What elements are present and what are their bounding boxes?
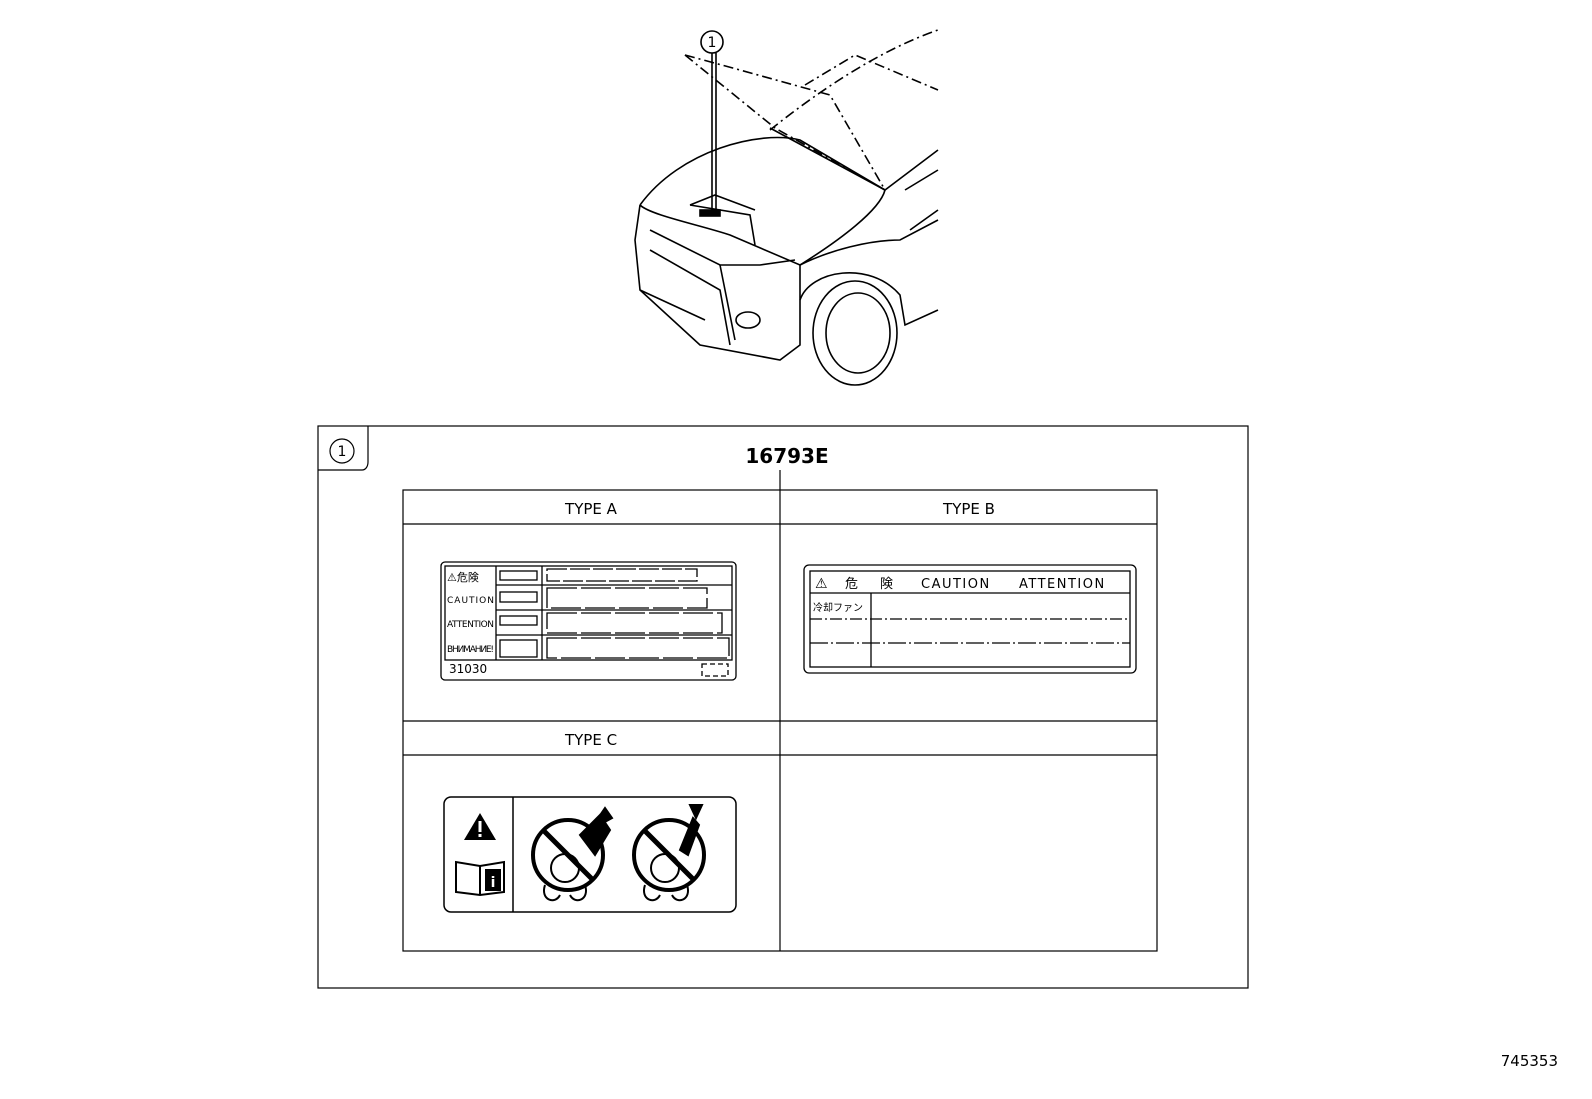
type-b-attention: ATTENTION (1019, 577, 1106, 592)
type-a-code: 31030 (449, 662, 487, 676)
manual-info-icon: i (455, 860, 505, 897)
callout-number-top: 1 (708, 35, 717, 51)
type-b-jp-1: 危 (845, 577, 858, 592)
type-a-row-russian: BHИMAHИE! (447, 645, 494, 655)
type-b-jp-2: 険 (880, 577, 893, 592)
type-c-sticker[interactable] (443, 796, 737, 913)
type-b-label: TYPE B (942, 500, 995, 518)
detail-frame (317, 425, 1249, 989)
type-a-label: TYPE A (564, 500, 618, 518)
type-a-row-danger: ⚠危険 (447, 571, 479, 584)
warning-triangle-icon (464, 813, 496, 840)
no-hand-near-fan-icon (531, 806, 614, 902)
svg-text:i: i (491, 875, 496, 891)
type-a-row-attention: ATTENTION (447, 620, 494, 630)
no-tool-near-fan-icon (632, 804, 706, 902)
type-b-warning-symbol: ⚠ (815, 576, 828, 592)
type-a-row-caution: CAUTION (447, 596, 494, 606)
type-b-sticker[interactable] (803, 564, 1137, 674)
vehicle-illustration (634, 29, 939, 386)
type-c-label: TYPE C (564, 731, 617, 749)
type-b-row-cooling-fan: 冷却ファン (813, 601, 863, 614)
drawing-id: 745353 (1501, 1052, 1558, 1070)
type-b-caution: CAUTION (921, 577, 991, 592)
part-number[interactable]: 16793E (745, 444, 828, 468)
type-a-sticker[interactable] (440, 561, 737, 681)
callout-number-frame: 1 (338, 444, 347, 460)
